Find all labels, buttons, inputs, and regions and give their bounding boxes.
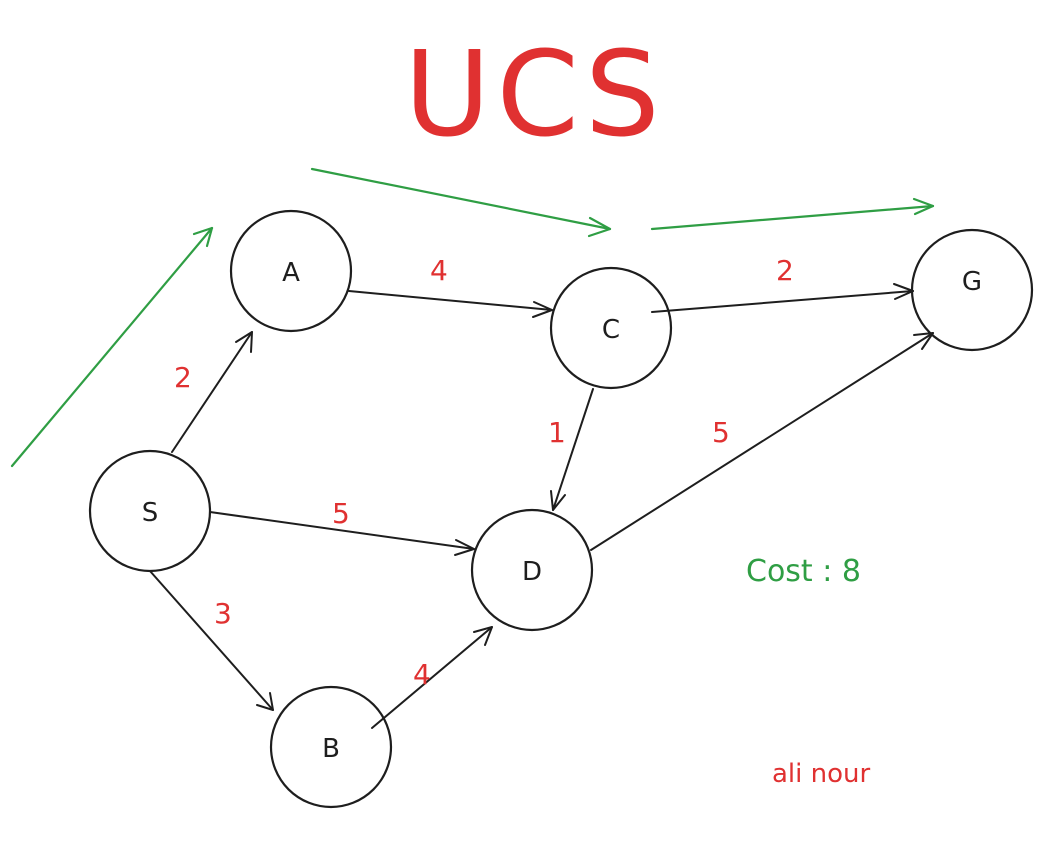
node-a: A xyxy=(229,209,353,333)
highlighted-path xyxy=(10,167,935,468)
node-s-label: S xyxy=(142,498,159,528)
node-b: B xyxy=(269,685,393,809)
path-arrow-c-g xyxy=(650,197,935,231)
graph-edges xyxy=(149,283,934,729)
path-arrow-a-c xyxy=(310,167,612,238)
weight-c-g: 2 xyxy=(776,254,794,287)
node-g-label: G xyxy=(962,267,982,297)
weight-s-a: 2 xyxy=(174,361,192,394)
node-s: S xyxy=(88,449,212,573)
diagram-title: UCS xyxy=(404,25,666,163)
edge-s-a xyxy=(171,331,253,453)
weight-a-c: 4 xyxy=(430,254,448,287)
edge-b-d xyxy=(371,626,493,729)
node-c: C xyxy=(549,266,673,390)
node-d-label: D xyxy=(522,557,542,587)
weight-c-d: 1 xyxy=(548,416,566,449)
edge-s-b xyxy=(149,570,274,711)
edge-weights: 2 5 3 4 2 1 5 4 xyxy=(174,254,794,691)
author-signature: ali nour xyxy=(772,759,871,789)
weight-b-d: 4 xyxy=(413,658,431,691)
weight-s-b: 3 xyxy=(214,597,232,630)
edge-s-d xyxy=(209,511,475,556)
edge-c-d xyxy=(550,388,594,511)
node-g: G xyxy=(910,228,1034,352)
node-b-label: B xyxy=(322,734,340,764)
node-d: D xyxy=(470,508,594,632)
weight-d-g: 5 xyxy=(712,416,730,449)
edge-d-g xyxy=(590,332,934,551)
node-c-label: C xyxy=(602,315,620,345)
path-arrow-s-a xyxy=(10,226,214,468)
path-cost-label: Cost : 8 xyxy=(746,554,861,589)
graph-nodes: S A B C D G xyxy=(88,209,1034,809)
edge-c-g xyxy=(651,283,914,313)
edge-a-c xyxy=(348,290,553,318)
node-a-label: A xyxy=(282,258,300,288)
weight-s-d: 5 xyxy=(332,497,350,530)
